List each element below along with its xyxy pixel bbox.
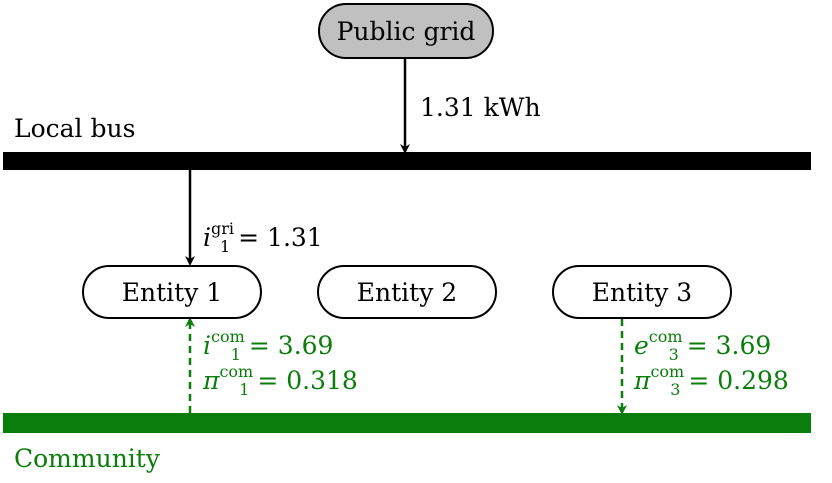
entity1-community-price-label: πcom1 = 0.318 (203, 362, 358, 399)
entity1-community-import-label: icom1 = 3.69 (203, 327, 334, 364)
community-label: Community (14, 444, 160, 473)
public-grid-label: Public grid (336, 16, 476, 46)
entity-1-label: Entity 1 (121, 277, 223, 307)
entity-1-node: Entity 1 (82, 265, 262, 319)
local-bus-bar (3, 152, 811, 170)
grid-to-bus-label: 1.31 kWh (420, 93, 541, 122)
entity3-community-price-label: πcom3 = 0.298 (634, 362, 789, 399)
entity-2-node: Entity 2 (317, 265, 497, 319)
entity-2-label: Entity 2 (356, 277, 458, 307)
entity3-community-export-label: ecom3 = 3.69 (634, 327, 772, 364)
entity1-grid-import-label: igri1 = 1.31 (203, 219, 323, 256)
entity-3-label: Entity 3 (591, 277, 693, 307)
public-grid-node: Public grid (318, 3, 494, 59)
entity-3-node: Entity 3 (552, 265, 732, 319)
community-bus-bar (3, 413, 811, 433)
local-bus-label: Local bus (14, 114, 136, 143)
